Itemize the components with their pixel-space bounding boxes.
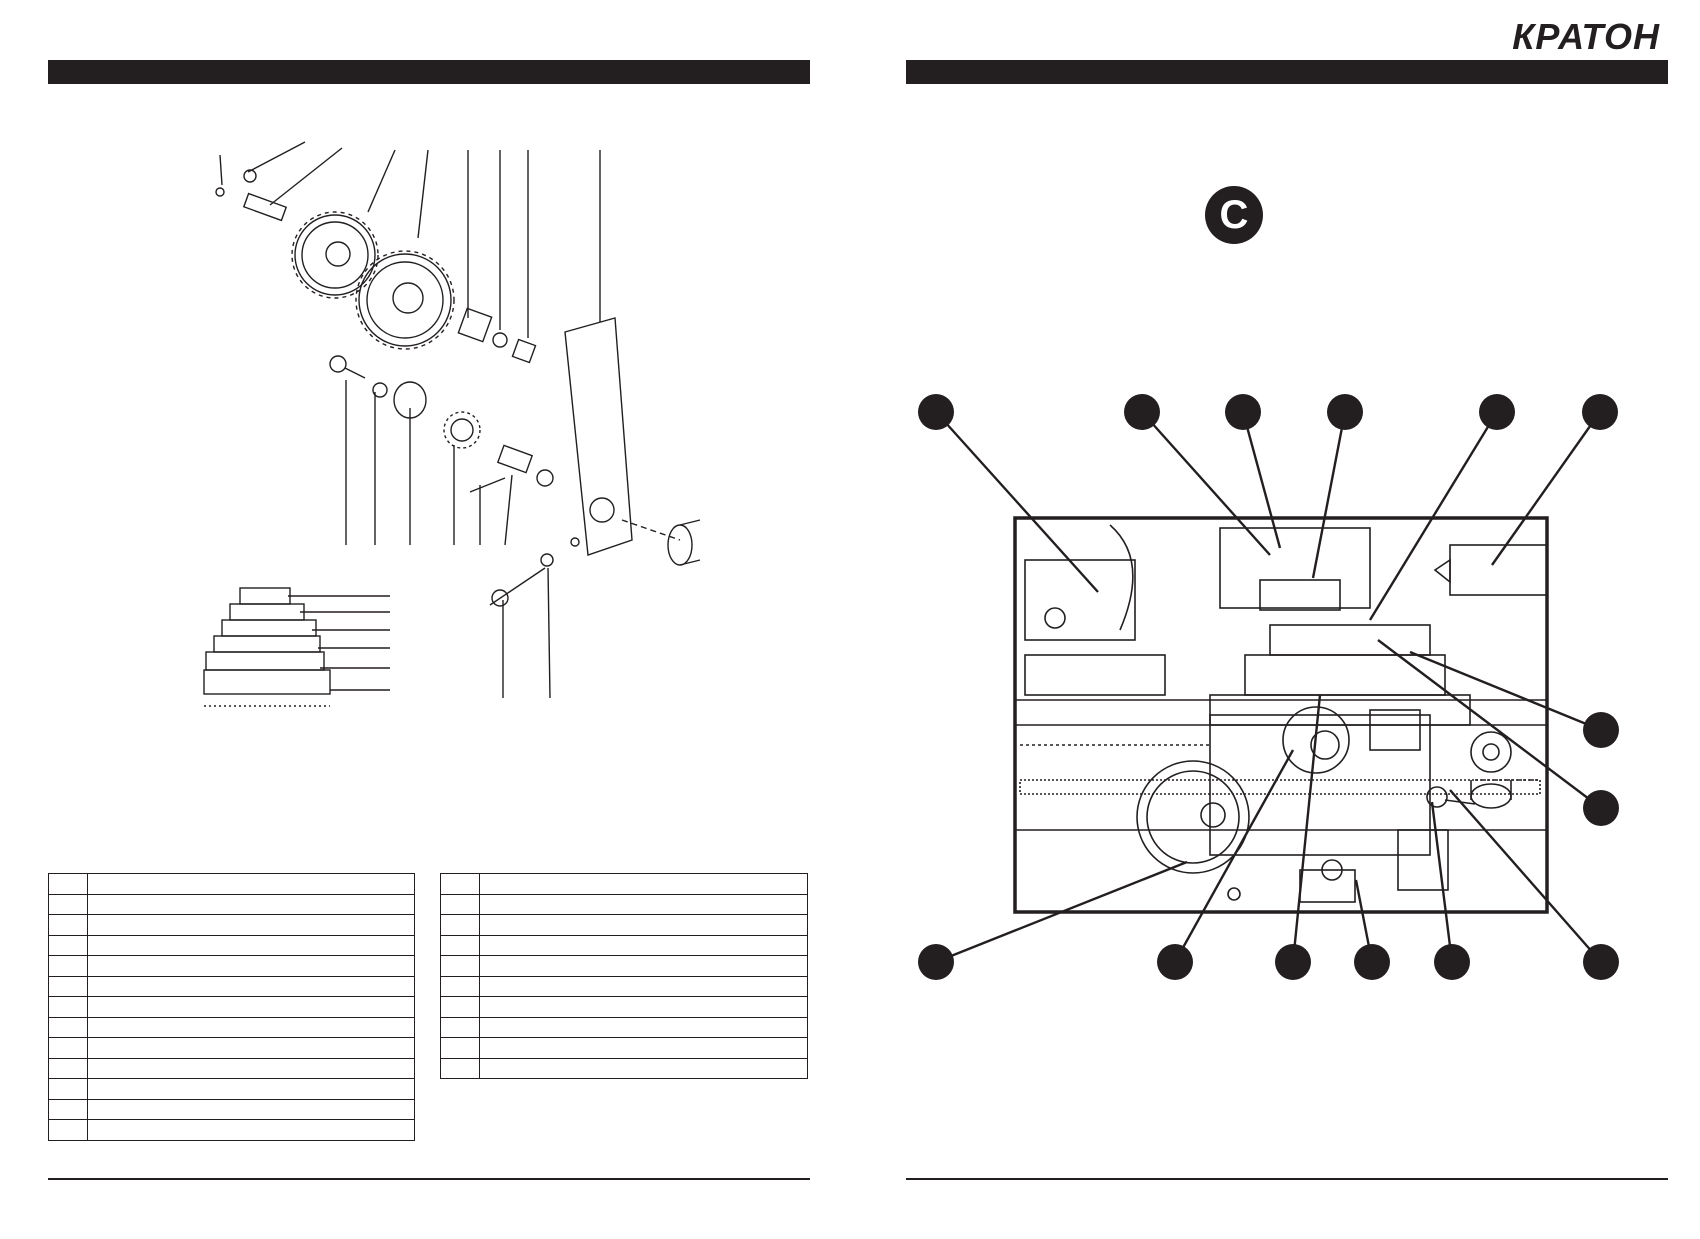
part-number-cell [440, 1037, 480, 1059]
part-name-cell [479, 873, 808, 895]
table-row [48, 1119, 415, 1141]
part-name-cell [479, 996, 808, 1018]
part-number-cell [48, 955, 88, 977]
part-number-cell [440, 1057, 480, 1079]
part-number-cell [48, 934, 88, 956]
footer-rule [906, 1178, 1668, 1180]
part-name-cell [479, 1016, 808, 1038]
part-number-cell [48, 1098, 88, 1120]
part-number-cell [440, 934, 480, 956]
part-name-cell [87, 893, 415, 915]
table-row [440, 934, 808, 956]
part-name-cell [87, 1078, 415, 1100]
table-row [48, 1057, 415, 1079]
part-name-cell [479, 914, 808, 936]
part-name-cell [87, 1098, 415, 1120]
part-name-cell [479, 1057, 808, 1079]
lathe-carriage-drawing [918, 394, 1619, 980]
table-row [48, 996, 415, 1018]
table-row [48, 914, 415, 936]
header-bar [48, 60, 810, 84]
table-row [48, 1016, 415, 1038]
table-row [48, 873, 415, 895]
table-row [440, 893, 808, 915]
part-name-cell [87, 914, 415, 936]
part-number-cell [48, 893, 88, 915]
part-name-cell [87, 996, 415, 1018]
part-number-cell [440, 975, 480, 997]
part-name-cell [87, 955, 415, 977]
table-row [48, 934, 415, 956]
part-number-cell [48, 914, 88, 936]
table-row [48, 1078, 415, 1100]
part-number-cell [440, 1016, 480, 1038]
part-number-cell [48, 996, 88, 1018]
part-name-cell [87, 1016, 415, 1038]
right-page: КРАТОН C [850, 0, 1700, 1239]
brand-logo: КРАТОН [1512, 16, 1660, 57]
part-name-cell [479, 934, 808, 956]
part-number-cell [440, 893, 480, 915]
table-row [440, 914, 808, 936]
part-name-cell [87, 1119, 415, 1141]
table-row [48, 893, 415, 915]
part-name-cell [479, 893, 808, 915]
footer-rule [48, 1178, 810, 1180]
part-number-cell [48, 1078, 88, 1100]
table-row [48, 955, 415, 977]
table-row [440, 955, 808, 977]
part-number-cell [48, 975, 88, 997]
table-row [48, 975, 415, 997]
table-row [48, 1098, 415, 1120]
table-row [440, 1057, 808, 1079]
part-number-cell [440, 955, 480, 977]
part-number-cell [48, 1057, 88, 1079]
part-name-cell [87, 1037, 415, 1059]
table-row [440, 873, 808, 895]
part-number-cell [440, 873, 480, 895]
table-row [48, 1037, 415, 1059]
table-row [440, 1037, 808, 1059]
header-bar [906, 60, 1668, 84]
part-number-cell [440, 996, 480, 1018]
part-number-cell [48, 1016, 88, 1038]
part-number-cell [48, 873, 88, 895]
section-badge: C [1205, 186, 1263, 244]
gear-train-exploded-drawing [203, 141, 701, 707]
part-name-cell [87, 975, 415, 997]
table-row [440, 1016, 808, 1038]
part-name-cell [479, 955, 808, 977]
callout-markers [918, 394, 1619, 980]
parts-table-a [48, 873, 415, 1141]
part-number-cell [440, 914, 480, 936]
part-number-cell [48, 1037, 88, 1059]
table-row [440, 996, 808, 1018]
part-name-cell [479, 1037, 808, 1059]
parts-table-b [440, 873, 808, 1079]
part-name-cell [87, 873, 415, 895]
part-name-cell [87, 934, 415, 956]
part-number-cell [48, 1119, 88, 1141]
part-name-cell [479, 975, 808, 997]
left-page [48, 60, 810, 1180]
part-name-cell [87, 1057, 415, 1079]
table-row [440, 975, 808, 997]
